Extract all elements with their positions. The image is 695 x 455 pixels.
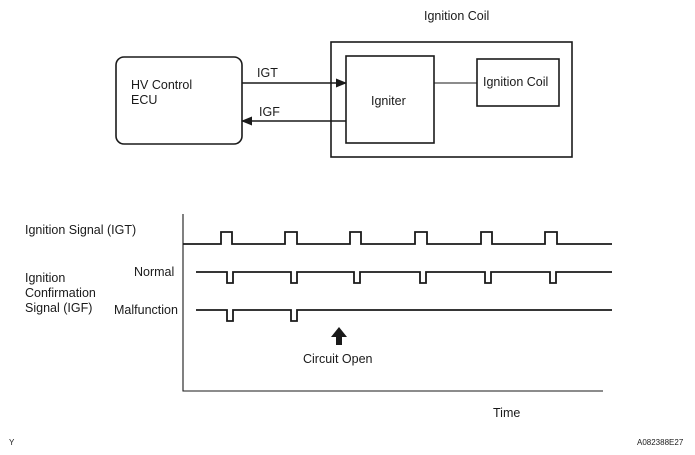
ignition-coil-assembly-title: Ignition Coil [424,9,490,23]
malfunction-label: Malfunction [114,303,178,317]
circuit-open-arrow-icon [331,327,347,345]
ignition-coil-assembly-box [330,41,573,158]
hv-control-ecu-label: HV Control ECU [131,78,193,107]
igt-waveform [183,231,612,245]
chart-axes [182,214,603,392]
normal-label: Normal [134,265,175,279]
igniter-box [345,55,435,144]
circuit-open-label: Circuit Open [303,352,373,366]
time-axis-label: Time [493,406,521,420]
ignition-coil-inner-label: Ignition Coil [483,75,549,89]
igf-signal-label: IGF [259,105,280,119]
hv-control-ecu-box [115,56,243,145]
igt-row-label: Ignition Signal (IGT) [25,223,137,237]
igf-normal-waveform [196,271,612,284]
corner-mark-left: Y [9,438,15,447]
igniter-label: Igniter [371,94,406,108]
igf-row-label: Ignition Confirmation Signal (IGF) [25,271,96,315]
igt-signal-label: IGT [257,66,278,80]
igf-malfunction-waveform [196,309,612,322]
figure-code: A082388E27 [637,438,684,447]
